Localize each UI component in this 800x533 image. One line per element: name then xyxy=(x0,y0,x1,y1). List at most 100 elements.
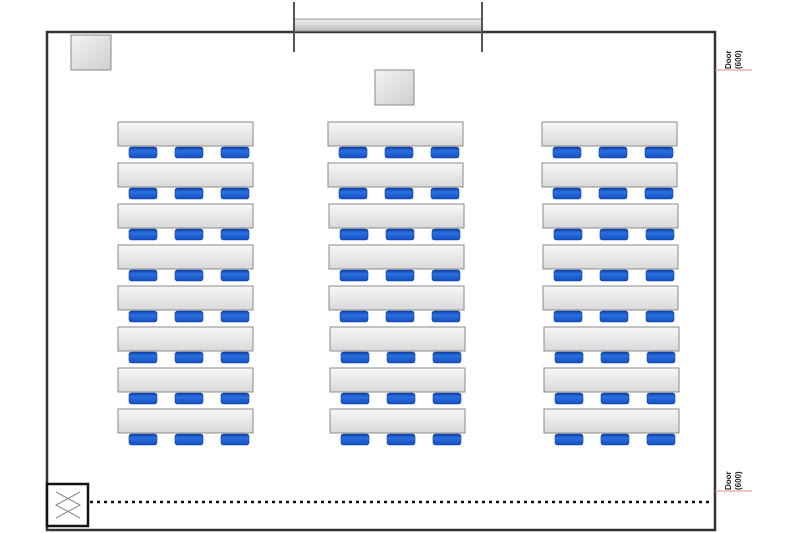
chair-icon xyxy=(340,392,370,405)
chair-icon xyxy=(220,146,250,159)
desk xyxy=(541,162,678,188)
chair-icon xyxy=(174,310,204,323)
chair-icon xyxy=(599,228,629,241)
desk xyxy=(329,367,466,393)
chair-icon xyxy=(128,146,158,159)
chair-icon xyxy=(599,269,629,282)
chair-icon xyxy=(174,269,204,282)
chair-icon xyxy=(554,392,584,405)
chair-icon xyxy=(340,351,370,364)
chair-icon xyxy=(220,187,250,200)
desk xyxy=(327,121,464,147)
chair-icon xyxy=(431,228,461,241)
desk xyxy=(117,244,254,270)
chair-icon xyxy=(220,433,250,446)
chair-icon xyxy=(644,146,674,159)
chair-icon xyxy=(338,146,368,159)
chair-icon xyxy=(600,351,630,364)
chair-icon xyxy=(646,351,676,364)
desk xyxy=(117,162,254,188)
desk xyxy=(117,408,254,434)
chair-icon xyxy=(340,433,370,446)
chair-icon xyxy=(385,310,415,323)
chair-icon xyxy=(220,228,250,241)
desk xyxy=(117,203,254,229)
chair-icon xyxy=(553,310,583,323)
chair-icon xyxy=(386,433,416,446)
desk xyxy=(327,162,464,188)
chair-icon xyxy=(220,269,250,282)
chair-icon xyxy=(554,351,584,364)
desk xyxy=(117,367,254,393)
chair-icon xyxy=(599,310,629,323)
chair-icon xyxy=(645,269,675,282)
chair-icon xyxy=(339,310,369,323)
door-top: Door (600) xyxy=(715,50,752,71)
chair-icon xyxy=(431,310,461,323)
chair-icon xyxy=(431,269,461,282)
chair-icon xyxy=(430,146,460,159)
desk xyxy=(543,367,680,393)
chair-icon xyxy=(554,433,584,446)
desk xyxy=(542,244,679,270)
chair-icon xyxy=(128,269,158,282)
chair-icon xyxy=(339,269,369,282)
chair-icon xyxy=(384,146,414,159)
chair-icon xyxy=(644,187,674,200)
chair-icon xyxy=(552,146,582,159)
chair-icon xyxy=(432,392,462,405)
chair-icon xyxy=(220,351,250,364)
chair-icon xyxy=(220,392,250,405)
chair-icon xyxy=(128,433,158,446)
chair-icon xyxy=(128,228,158,241)
desk xyxy=(543,408,680,434)
cabinet-icon xyxy=(70,34,112,71)
chair-icon xyxy=(174,392,204,405)
chair-icon xyxy=(645,228,675,241)
chair-icon xyxy=(174,187,204,200)
chair-icon xyxy=(174,228,204,241)
chair-icon xyxy=(174,433,204,446)
desk xyxy=(328,285,465,311)
chair-icon xyxy=(432,351,462,364)
door-bottom-label: Door xyxy=(724,471,733,490)
desk xyxy=(329,408,466,434)
desk xyxy=(328,203,465,229)
desk xyxy=(542,203,679,229)
chair-icon xyxy=(645,310,675,323)
chair-icon xyxy=(174,351,204,364)
chair-icon xyxy=(552,187,582,200)
desk xyxy=(541,121,678,147)
chair-icon xyxy=(553,228,583,241)
chair-icon xyxy=(220,310,250,323)
desk xyxy=(542,285,679,311)
door-bottom-size: (600) xyxy=(734,471,743,490)
lectern-icon xyxy=(374,69,415,106)
chair-icon xyxy=(600,392,630,405)
chair-icon xyxy=(386,351,416,364)
chair-icon xyxy=(339,228,369,241)
projector-screen-icon xyxy=(293,2,483,52)
chair-icon xyxy=(128,351,158,364)
door-top-size: (600) xyxy=(734,50,743,69)
chair-icon xyxy=(128,392,158,405)
door-bottom: Door (600) xyxy=(715,471,752,492)
desk xyxy=(117,121,254,147)
desk xyxy=(117,285,254,311)
chair-icon xyxy=(598,187,628,200)
chair-icon xyxy=(598,146,628,159)
desk-blocks xyxy=(117,121,680,446)
chair-icon xyxy=(174,146,204,159)
chair-icon xyxy=(338,187,368,200)
desk xyxy=(328,244,465,270)
chair-icon xyxy=(432,433,462,446)
chair-icon xyxy=(128,187,158,200)
desk xyxy=(543,326,680,352)
desk xyxy=(329,326,466,352)
chair-icon xyxy=(646,433,676,446)
chair-icon xyxy=(430,187,460,200)
chair-icon xyxy=(128,310,158,323)
chair-icon xyxy=(600,433,630,446)
